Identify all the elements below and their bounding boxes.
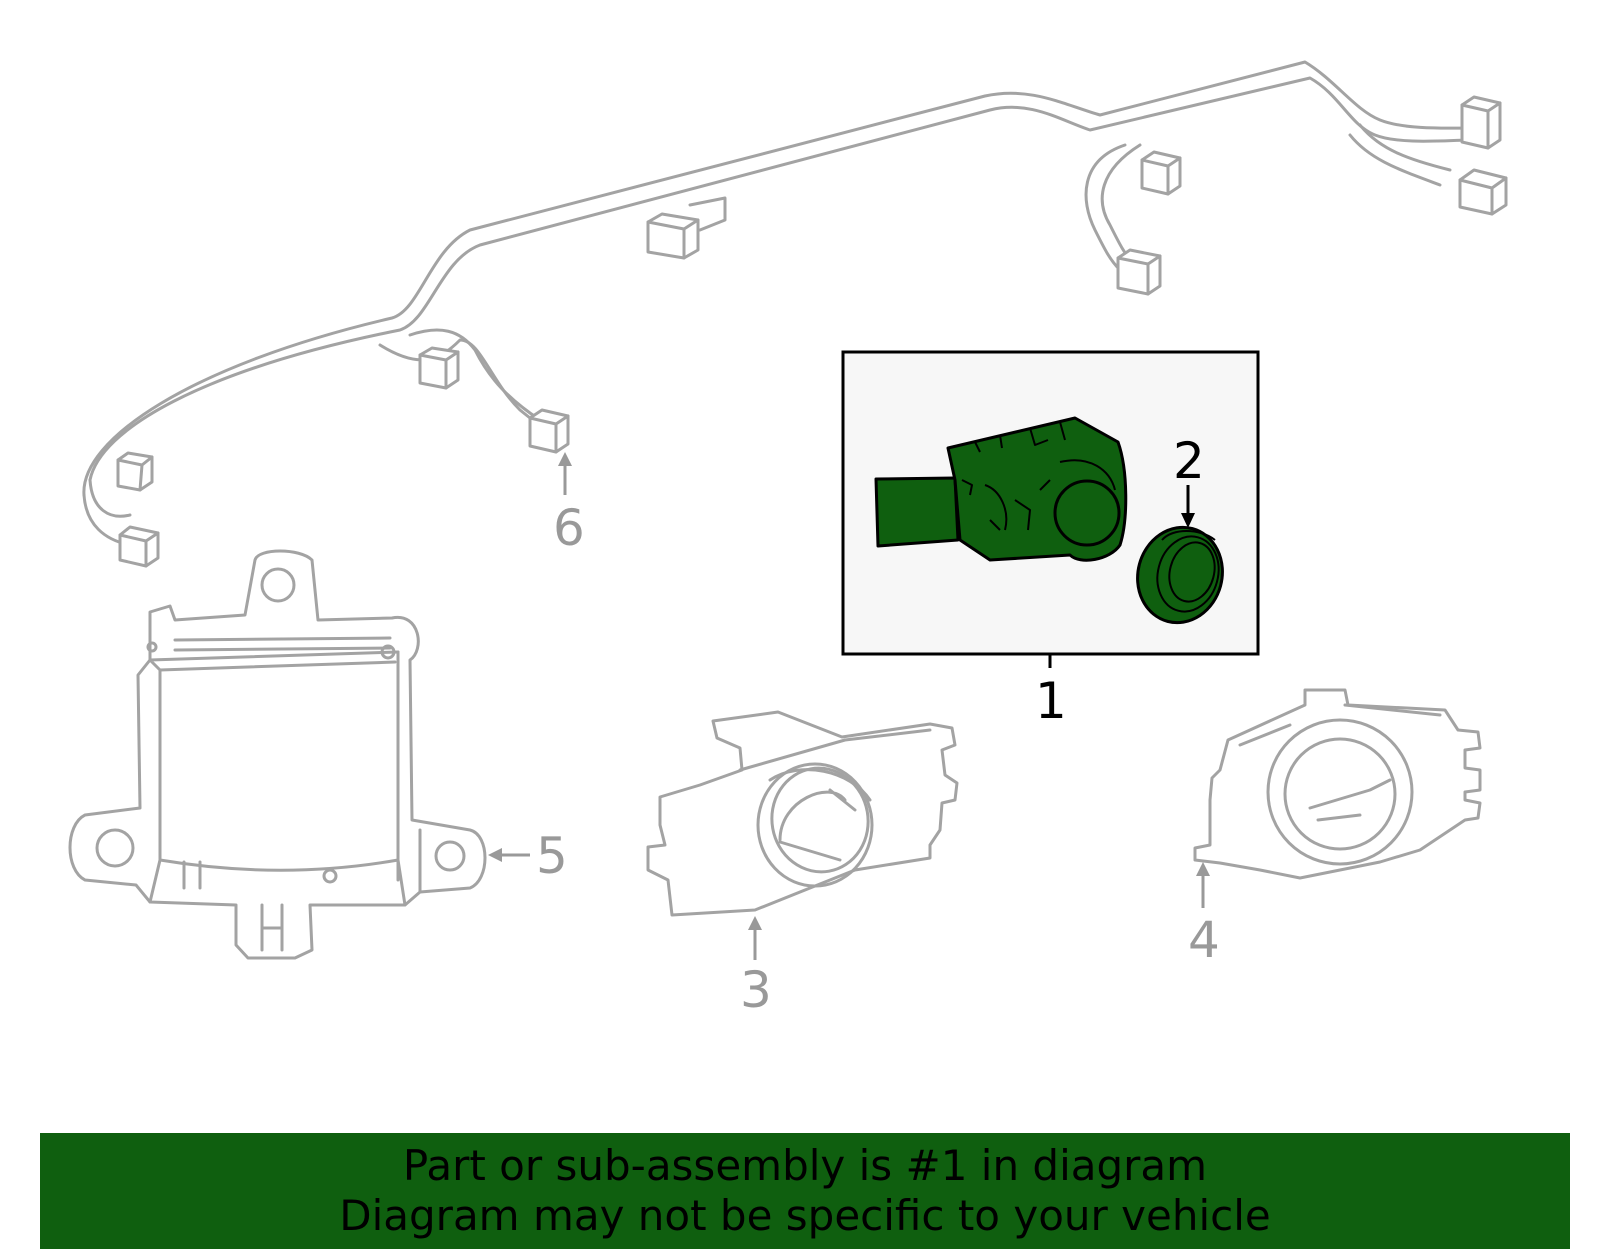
parking-sensor-part-1 bbox=[874, 416, 1128, 562]
callout-part-2: 2 bbox=[1173, 432, 1205, 490]
control-module-part-5 bbox=[68, 549, 487, 960]
callout-part-3: 3 bbox=[740, 961, 772, 1019]
connector-far-right-upper bbox=[1460, 95, 1502, 150]
sensor-bracket-part-3 bbox=[646, 710, 959, 917]
arrowhead-part-6 bbox=[558, 452, 572, 466]
callout-part-4: 4 bbox=[1188, 911, 1220, 969]
connector-left-upper bbox=[116, 451, 154, 492]
connector-trunk-mid bbox=[646, 212, 700, 260]
connector-right-small bbox=[1140, 150, 1182, 196]
connector-part-6 bbox=[528, 408, 570, 454]
banner-line-2: Diagram may not be specific to your vehi… bbox=[339, 1191, 1271, 1240]
arrowhead-part-4 bbox=[1196, 862, 1210, 876]
connector-branch-center bbox=[418, 346, 460, 390]
connector-far-right-lower bbox=[1458, 168, 1508, 216]
connector-left-lower bbox=[118, 525, 160, 568]
arrowhead-part-5 bbox=[488, 848, 502, 862]
arrowhead-part-2 bbox=[1181, 513, 1195, 528]
callout-part-5: 5 bbox=[536, 827, 568, 885]
connector-right-hanging bbox=[1116, 248, 1162, 296]
sensor-retainer-part-4 bbox=[1193, 688, 1482, 880]
callout-part-6: 6 bbox=[553, 499, 585, 557]
info-banner: Part or sub-assembly is #1 in diagram Di… bbox=[40, 1133, 1570, 1249]
sensor-ring-part-2 bbox=[1136, 525, 1224, 625]
wiring-harness-part-6 bbox=[82, 60, 1508, 568]
arrowhead-part-3 bbox=[748, 916, 762, 930]
callout-part-1: 1 bbox=[1035, 672, 1067, 730]
banner-line-1: Part or sub-assembly is #1 in diagram bbox=[402, 1141, 1208, 1190]
